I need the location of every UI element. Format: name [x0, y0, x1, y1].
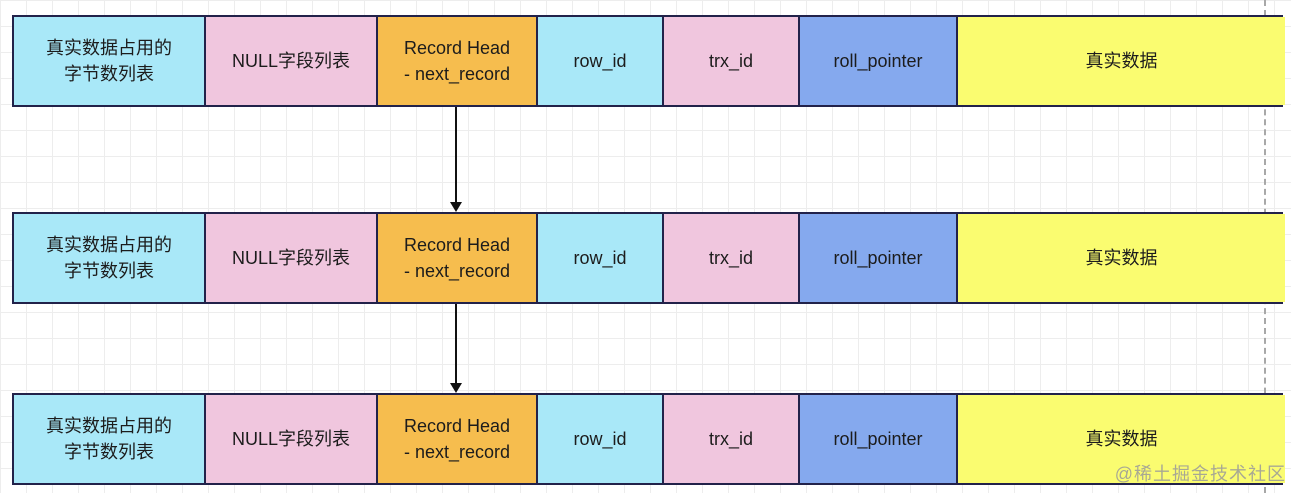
segment-label: NULL字段列表 — [231, 428, 351, 449]
segment-var-length-bytes-list: 真实数据占用的 字节数列表 — [14, 17, 206, 105]
segment-label: 真实数据占用的 字节数列表 — [46, 37, 172, 84]
segment-real-data: 真实数据 — [958, 214, 1285, 302]
segment-label: Record Head - next_record — [403, 234, 511, 281]
segment-trx-id: trx_id — [664, 214, 800, 302]
segment-null-field-list: NULL字段列表 — [206, 214, 378, 302]
segment-roll-pointer: roll_pointer — [800, 17, 958, 105]
record-row-3: 真实数据占用的 字节数列表 NULL字段列表 Record Head - next_… — [12, 393, 1285, 485]
record-row-2: 真实数据占用的 字节数列表 NULL字段列表 Record Head - next_… — [12, 212, 1285, 304]
segment-label: trx_id — [708, 50, 753, 71]
segment-label: 真实数据占用的 字节数列表 — [46, 234, 172, 281]
segment-roll-pointer: roll_pointer — [800, 395, 958, 483]
segment-record-head: Record Head - next_record — [378, 17, 538, 105]
segment-label: 真实数据 — [1085, 247, 1158, 268]
segment-null-field-list: NULL字段列表 — [206, 395, 378, 483]
segment-label: row_id — [573, 50, 627, 71]
segment-var-length-bytes-list: 真实数据占用的 字节数列表 — [14, 214, 206, 302]
segment-label: row_id — [573, 247, 627, 268]
watermark: @稀土掘金技术社区 — [1114, 464, 1286, 484]
segment-label: 真实数据 — [1085, 50, 1158, 71]
arrow-down-2 — [450, 304, 462, 393]
segment-label: Record Head - next_record — [403, 37, 511, 84]
segment-null-field-list: NULL字段列表 — [206, 17, 378, 105]
segment-label: trx_id — [708, 247, 753, 268]
segment-trx-id: trx_id — [664, 395, 800, 483]
segment-label: 真实数据占用的 字节数列表 — [46, 415, 172, 462]
segment-real-data: 真实数据 — [958, 17, 1285, 105]
segment-trx-id: trx_id — [664, 17, 800, 105]
segment-label: trx_id — [708, 428, 753, 449]
arrow-head-icon — [450, 383, 462, 393]
segment-label: NULL字段列表 — [231, 50, 351, 71]
segment-var-length-bytes-list: 真实数据占用的 字节数列表 — [14, 395, 206, 483]
segment-row-id: row_id — [538, 17, 664, 105]
segment-label: roll_pointer — [833, 428, 923, 449]
segment-row-id: row_id — [538, 395, 664, 483]
arrow-head-icon — [450, 202, 462, 212]
segment-row-id: row_id — [538, 214, 664, 302]
segment-record-head: Record Head - next_record — [378, 395, 538, 483]
arrow-down-1 — [450, 107, 462, 212]
segment-label: roll_pointer — [833, 50, 923, 71]
segment-label: NULL字段列表 — [231, 247, 351, 268]
segment-label: 真实数据 — [1085, 428, 1158, 449]
segment-label: row_id — [573, 428, 627, 449]
segment-label: roll_pointer — [833, 247, 923, 268]
segment-record-head: Record Head - next_record — [378, 214, 538, 302]
segment-roll-pointer: roll_pointer — [800, 214, 958, 302]
segment-label: Record Head - next_record — [403, 415, 511, 462]
segment-real-data: 真实数据 — [958, 395, 1285, 483]
record-row-1: 真实数据占用的 字节数列表 NULL字段列表 Record Head - next_… — [12, 15, 1285, 107]
